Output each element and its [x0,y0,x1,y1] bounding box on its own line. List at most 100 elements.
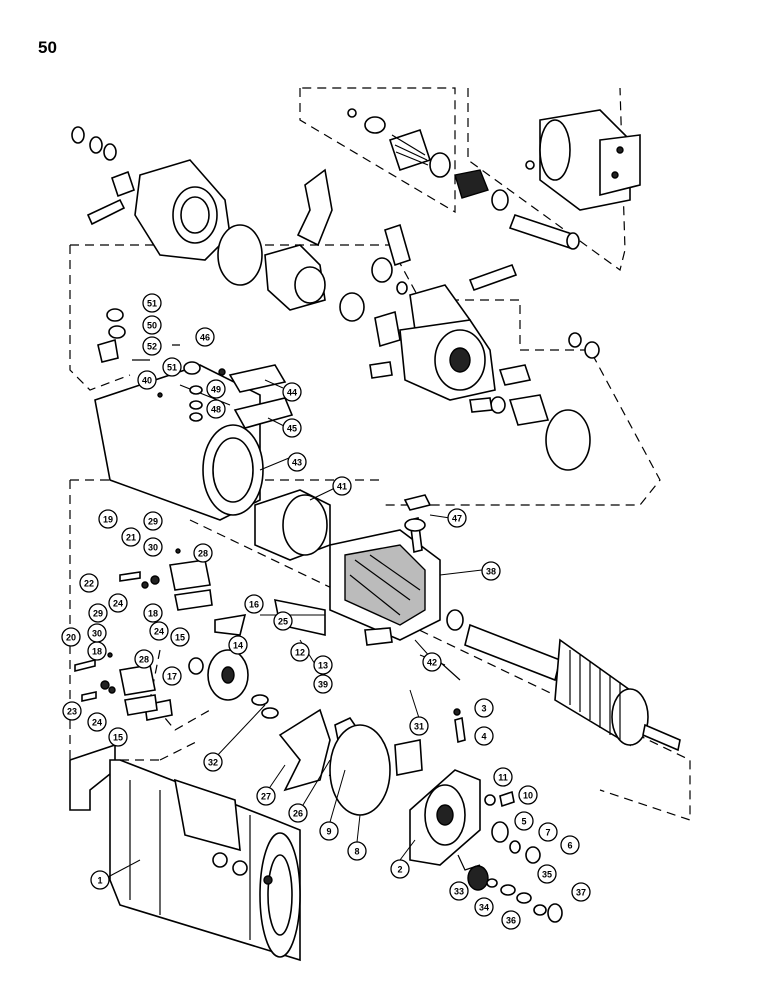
callout-label: 22 [84,579,94,589]
callouts: 1234567891011121314151516171818192021222… [61,293,591,930]
callout-label: 14 [233,641,243,651]
callout-label: 29 [93,609,103,619]
callout-label: 24 [154,627,164,637]
callout-1: 1 [90,870,110,890]
plunger-parts [347,108,580,250]
callout-14: 14 [228,635,248,655]
callout-33: 33 [449,881,469,901]
callout-4: 4 [474,726,494,746]
page-number: 50 [38,38,57,57]
callout-label: 39 [318,680,328,690]
callout-label: 4 [481,732,486,742]
callout-52: 52 [142,336,162,356]
callout-label: 48 [211,405,221,415]
callout-label: 30 [92,629,102,639]
callout-11: 11 [493,767,513,787]
callout-13: 13 [313,655,333,675]
callout-27: 27 [256,786,276,806]
callout-46: 46 [195,327,215,347]
callout-48: 48 [206,399,226,419]
leader-lines [107,379,483,878]
callout-label: 29 [148,517,158,527]
callout-label: 43 [292,458,302,468]
callout-label: 15 [175,633,185,643]
callout-30: 30 [87,623,107,643]
callout-label: 34 [479,903,489,913]
field-coil-set [329,517,441,641]
callout-label: 50 [147,321,157,331]
callout-label: 17 [167,672,177,682]
callout-15: 15 [108,727,128,747]
callout-label: 49 [211,385,221,395]
callout-20: 20 [61,627,81,647]
end-head [409,708,563,923]
callout-32: 32 [203,752,223,772]
callout-label: 38 [486,567,496,577]
callout-label: 32 [208,758,218,768]
callout-label: 6 [567,841,572,851]
callout-42: 42 [422,652,442,672]
callout-label: 37 [576,888,586,898]
callout-47: 47 [447,508,467,528]
terminal-parts [97,308,432,532]
callout-label: 20 [66,633,76,643]
intermediate-housing [369,263,600,471]
callout-label: 10 [523,791,533,801]
callout-label: 12 [295,648,305,658]
callout-label: 18 [148,609,158,619]
callout-label: 25 [278,617,288,627]
callout-label: 24 [113,599,123,609]
callout-label: 33 [454,887,464,897]
callout-6: 6 [560,835,580,855]
callout-51: 51 [162,357,182,377]
callout-24: 24 [149,621,169,641]
callout-label: 52 [147,342,157,352]
callout-8: 8 [347,841,367,861]
solenoid [525,109,641,211]
callout-5: 5 [514,811,534,831]
callout-label: 11 [498,773,508,783]
callout-28: 28 [134,649,154,669]
callout-label: 18 [92,647,102,657]
callout-29: 29 [143,511,163,531]
callout-label: 15 [113,733,123,743]
callout-label: 3 [481,704,486,714]
callout-label: 23 [67,707,77,717]
callout-label: 42 [427,658,437,668]
callout-49: 49 [206,379,226,399]
callout-40: 40 [137,370,157,390]
callout-3: 3 [474,698,494,718]
callout-29: 29 [88,603,108,623]
callout-label: 40 [142,376,152,386]
brush-holders [74,548,247,716]
callout-37: 37 [571,882,591,902]
callout-label: 30 [148,543,158,553]
callout-44: 44 [282,382,302,402]
callout-label: 7 [545,828,550,838]
starter-motor-assembly [69,743,301,962]
callout-43: 43 [287,452,307,472]
callout-12: 12 [290,642,310,662]
callout-15: 15 [170,627,190,647]
callout-30: 30 [143,537,163,557]
callout-50: 50 [142,315,162,335]
callout-label: 5 [521,817,526,827]
callout-9: 9 [319,821,339,841]
callout-35: 35 [537,864,557,884]
callout-label: 28 [139,655,149,665]
drive-housing [71,126,263,286]
callout-label: 36 [506,916,516,926]
callout-10: 10 [518,785,538,805]
callout-label: 51 [147,299,157,309]
callout-45: 45 [282,418,302,438]
callout-label: 9 [326,827,331,837]
callout-36: 36 [501,910,521,930]
callout-label: 46 [200,333,210,343]
callout-7: 7 [538,822,558,842]
callout-16: 16 [244,594,264,614]
callout-label: 47 [452,514,462,524]
callout-26: 26 [288,803,308,823]
callout-21: 21 [121,527,141,547]
callout-label: 8 [354,847,359,857]
